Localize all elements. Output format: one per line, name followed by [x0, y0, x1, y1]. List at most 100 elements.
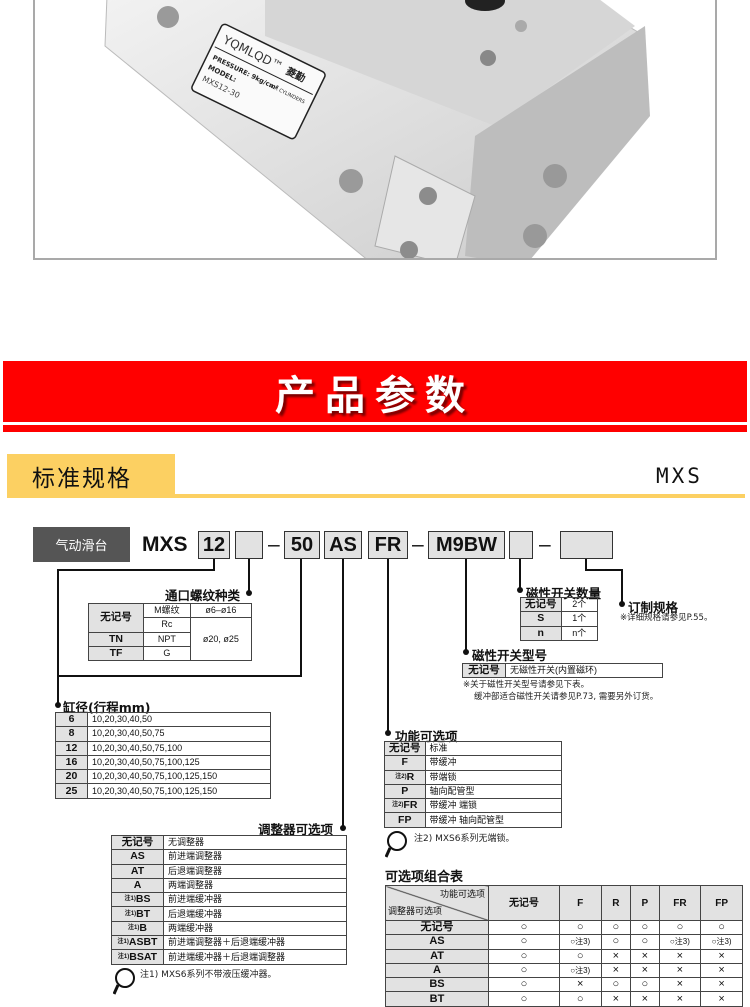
adjuster-desc: 前进端缓冲器＋后退端调整器 — [163, 949, 347, 965]
combo-cell: ○ — [658, 919, 702, 936]
port-bore: ø20, ø25 — [189, 617, 253, 662]
switch-note-1: ※关于磁性开关型号请参见下表。 — [463, 680, 590, 690]
combo-column-header: P — [630, 885, 660, 921]
adjuster-code: AS — [111, 849, 164, 865]
combo-title: 可选项组合表 — [385, 870, 464, 885]
slide-cylinder-image: YQMLQD™ 菱勤 PRESSURE: 9kg/cm² AIR CYLINDE… — [104, 0, 650, 258]
combo-cell: ○ — [630, 977, 660, 993]
combo-column-header: R — [600, 885, 632, 921]
combo-row-label: AT — [385, 948, 489, 964]
adjuster-desc: 无调整器 — [163, 834, 347, 851]
function-code: 注2)R — [384, 769, 426, 785]
option-code: P — [401, 785, 409, 798]
function-desc: 带端锁 — [424, 769, 562, 785]
adjuster-title: 调整器可选项 — [258, 822, 334, 837]
adjuster-desc: 前进端调整器＋后退端缓冲器 — [163, 935, 347, 951]
code-prefix: MXS — [142, 533, 188, 556]
adjuster-code: AT — [111, 863, 164, 879]
combo-row-label: BS — [385, 977, 489, 993]
option-code: F — [401, 756, 408, 769]
switch-model-table: 无记号无磁性开关(内置磁环) — [462, 662, 663, 679]
magnifier-icon — [385, 831, 407, 858]
option-code: FP — [398, 813, 412, 826]
table-row: AS○○注3)○○○注3)○注3) — [385, 934, 743, 950]
switch-note-2: 缓冲部适合磁性开关请参见P.73, 需要另外订货。 — [474, 692, 659, 702]
combo-cell: × — [658, 962, 702, 979]
combo-cell: ○ — [488, 962, 560, 979]
port-thread: G — [142, 645, 191, 662]
qty-code: 无记号 — [520, 596, 562, 613]
stroke-list: 10,20,30,40,50,75 — [87, 726, 271, 742]
table-row: BS○×○○×× — [385, 977, 743, 993]
adjuster-desc: 后退端缓冲器 — [163, 906, 347, 922]
switch-model-title: 磁性开关型号 — [472, 648, 548, 663]
option-code: AT — [130, 864, 145, 877]
function-desc: 带缓冲 轴向配管型 — [424, 812, 562, 828]
stroke-list: 10,20,30,40,50 — [87, 711, 271, 728]
option-code: BSAT — [129, 950, 158, 963]
option-code: ASBT — [128, 936, 158, 949]
bore-title: 缸径(行程mm) — [63, 700, 151, 715]
combo-column-header: F — [558, 885, 602, 921]
combo-cell: × — [700, 991, 743, 1007]
combo-cell: × — [658, 977, 702, 993]
stroke-list: 10,20,30,40,50,75,100,125 — [87, 754, 271, 771]
code-dash: – — [539, 533, 551, 556]
custom-title: 订制规格 — [628, 600, 679, 615]
adjuster-code: 注1)BS — [111, 892, 164, 908]
adjuster-code: 注1)ASBT — [111, 935, 164, 951]
adjuster-note: 注1) MXS6系列不带液压缓冲器。 — [140, 970, 277, 980]
table-row: AT○○×××× — [385, 948, 743, 964]
note-mark: 注1) — [128, 924, 140, 931]
option-code: AS — [130, 850, 145, 863]
function-code: P — [384, 783, 426, 800]
combo-cell: ○注3) — [700, 934, 743, 950]
combo-cell: ○ — [600, 977, 632, 993]
stroke-list: 10,20,30,40,50,75,100 — [87, 740, 271, 756]
combo-cell: ○ — [488, 991, 560, 1007]
combo-cell: ○ — [488, 919, 560, 936]
port-thread: NPT — [142, 631, 191, 647]
adjuster-desc: 两端缓冲器 — [163, 920, 347, 937]
qty-value: n个 — [560, 625, 598, 641]
function-title: 功能可选项 — [395, 729, 458, 744]
combo-cell: ○ — [700, 919, 743, 936]
combo-cell: ○注3) — [558, 934, 602, 950]
combo-cell: ○ — [558, 991, 602, 1007]
combo-row-label: 无记号 — [385, 919, 489, 936]
port-code: 无记号 — [88, 603, 144, 633]
function-desc: 带缓冲 — [424, 755, 562, 771]
adjuster-desc: 前进端缓冲器 — [163, 892, 347, 908]
table-row: FP 带缓冲 轴向配管型 — [384, 812, 562, 828]
combo-cell: ○ — [630, 934, 660, 950]
combo-cell: × — [658, 991, 702, 1007]
combo-cell: × — [558, 977, 602, 993]
note-mark: 注2) — [395, 773, 407, 780]
port-code: TF — [88, 645, 144, 662]
table-row: F 带缓冲 — [384, 755, 562, 771]
table-row: 无记号无调整器 — [111, 834, 347, 851]
port-bore: ø6–ø16 — [189, 602, 253, 619]
section-banner: 产品参数 — [3, 361, 747, 422]
category-label: 气动滑台 — [33, 527, 130, 562]
table-row: A○○注3)×××× — [385, 962, 743, 979]
series-name: MXS — [656, 464, 703, 488]
combo-cell: × — [600, 948, 632, 964]
bore-size: 6 — [55, 711, 88, 728]
adjuster-desc: 前进端调整器 — [163, 849, 347, 865]
port-code: TN — [88, 631, 144, 647]
qty-code: n — [520, 625, 562, 641]
function-note: 注2) MXS6系列无端锁。 — [414, 834, 515, 844]
code-switch: M9BW — [428, 531, 505, 559]
